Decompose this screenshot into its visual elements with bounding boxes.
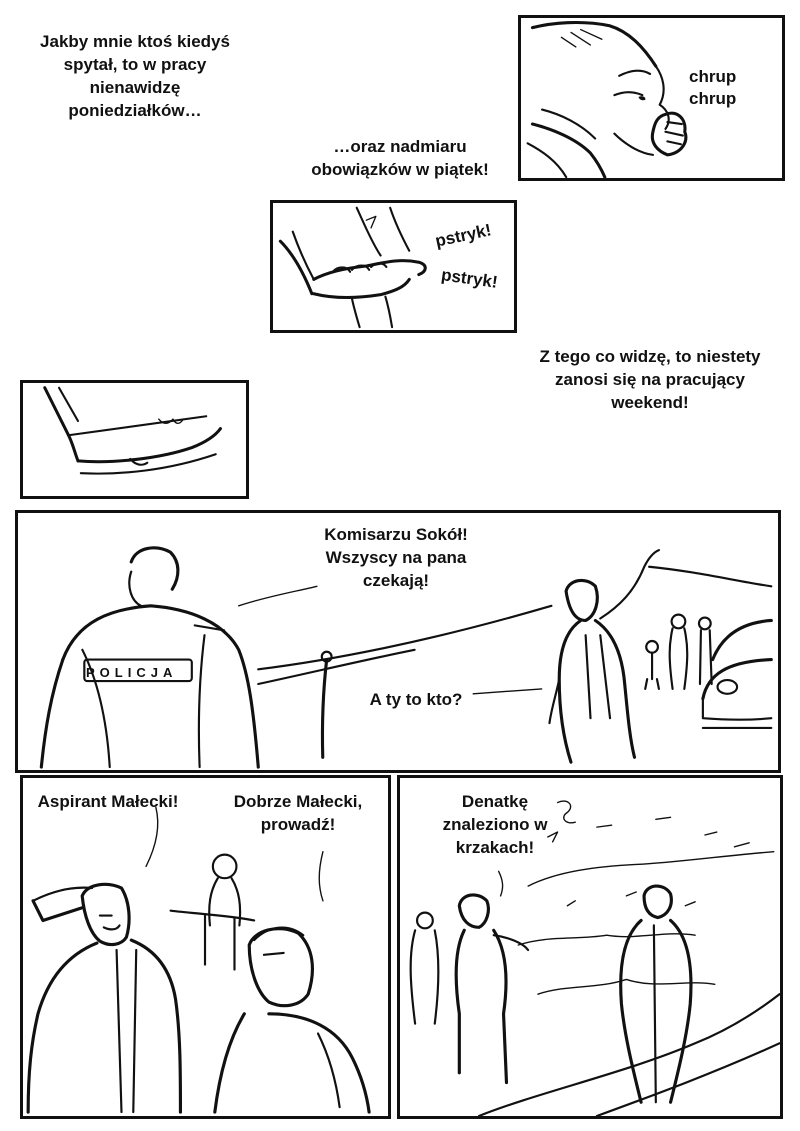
panel-bushes: Denatkę znaleziono w krzakach! [397, 775, 783, 1119]
panel-shoe [20, 380, 249, 499]
panel-shoe-art [43, 386, 222, 475]
speech-komisarzu: Komisarzu Sokół! Wszyscy na pana czekają… [324, 525, 468, 590]
panel-salute-art [26, 806, 371, 1114]
caption-weekend: Z tego co widzę, to niestety zanosi się … [539, 347, 761, 412]
panel-crunch-art [526, 21, 688, 178]
panel-snap-art [278, 206, 427, 329]
vest-text-policja: POLICJA [86, 665, 178, 680]
panel-crunch: chrup chrup [518, 15, 785, 181]
panel-salute: Aspirant Małecki! Dobrze Małecki, prowad… [20, 775, 391, 1119]
caption-intro: Jakby mnie ktoś kiedyś spytał, to w prac… [40, 32, 230, 120]
speech-dobrze: Dobrze Małecki, prowadź! [233, 792, 363, 834]
panel-scene-art [39, 546, 773, 769]
speech-a-ty-to-kto: A ty to kto? [369, 690, 463, 709]
speech-denatke: Denatkę znaleziono w krzakach! [442, 792, 548, 857]
speech-aspirant: Aspirant Małecki! [37, 792, 179, 811]
sfx-chrup: chrup chrup [689, 67, 737, 108]
caption-friday: …oraz nadmiaru obowiązków w piątek! [311, 137, 489, 179]
panel-bushes-art [409, 800, 780, 1116]
panel-snap: pstryk! pstryk! [270, 200, 517, 333]
panel-scene: Komisarzu Sokół! Wszyscy na pana czekają… [15, 510, 781, 773]
